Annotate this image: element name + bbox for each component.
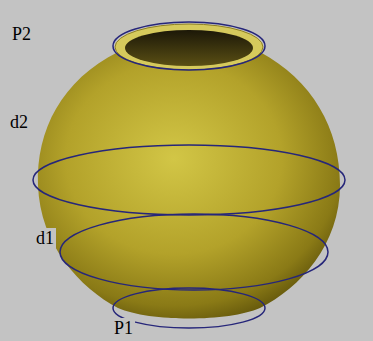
curve-label: P2	[10, 24, 33, 44]
curve-d2	[33, 145, 345, 215]
curve-label: d1	[34, 228, 56, 248]
curve-label: P1	[112, 318, 135, 338]
vase-opening	[125, 30, 253, 66]
curve-p2	[113, 22, 265, 70]
curve-label: d2	[8, 112, 30, 132]
vase-body	[38, 52, 340, 319]
curve-d1	[60, 214, 328, 290]
curve-p1	[113, 288, 265, 328]
